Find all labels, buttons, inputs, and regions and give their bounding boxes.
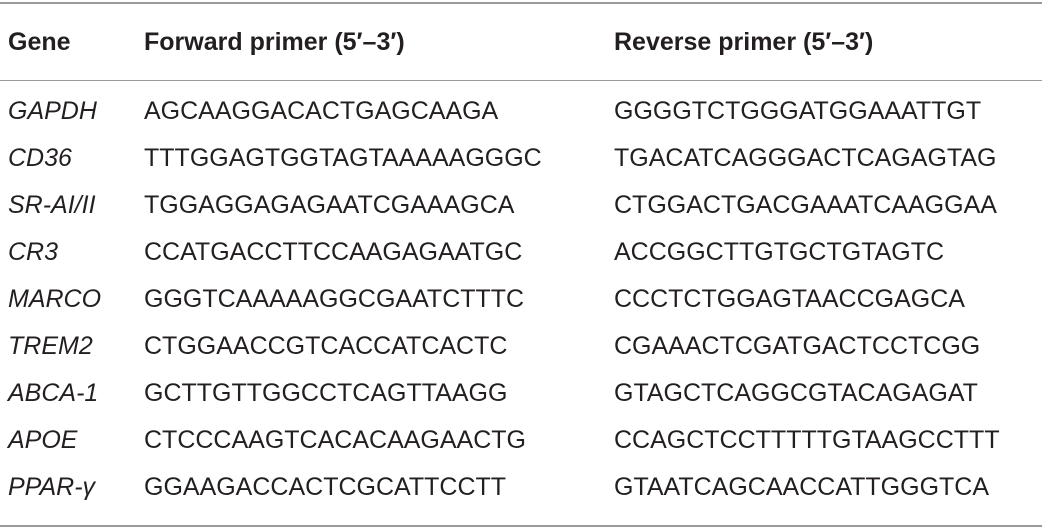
reverse-primer-cell: GGGGTCTGGGATGGAAATTGT: [614, 97, 982, 125]
reverse-primer-cell: CCAGCTCCTTTTTGTAAGCCTTT: [614, 426, 1000, 454]
gene-cell: CR3: [8, 238, 59, 266]
gene-cell: GAPDH: [8, 97, 97, 125]
table-row: CR3 CCATGACCTTCCAAGAGAATGC ACCGGCTTGTGCT…: [0, 230, 1042, 275]
reverse-primer-cell: CTGGACTGACGAAATCAAGGAA: [614, 191, 997, 219]
table-header-row: Gene Forward primer (5′–3′) Reverse prim…: [0, 20, 1042, 65]
forward-primer-cell: GGGTCAAAAAGGCGAATCTTTC: [144, 285, 525, 313]
reverse-primer-cell: CGAAACTCGATGACTCCTCGG: [614, 332, 981, 360]
reverse-primer-cell: ACCGGCTTGTGCTGTAGTC: [614, 238, 945, 266]
table-bottom-rule: [0, 525, 1042, 527]
header-forward-primer: Forward primer (5′–3′): [144, 28, 405, 56]
table-row: TREM2 CTGGAACCGTCACCATCACTC CGAAACTCGATG…: [0, 324, 1042, 369]
reverse-primer-cell: TGACATCAGGGACTCAGAGTAG: [614, 144, 997, 172]
table-row: ABCA-1 GCTTGTTGGCCTCAGTTAAGG GTAGCTCAGGC…: [0, 371, 1042, 416]
reverse-primer-cell: GTAGCTCAGGCGTACAGAGAT: [614, 379, 978, 407]
reverse-primer-cell: CCCTCTGGAGTAACCGAGCA: [614, 285, 965, 313]
reverse-primer-cell: GTAATCAGCAACCATTGGGTCA: [614, 473, 990, 501]
table-top-rule: [0, 2, 1042, 4]
gene-cell: SR-AI/II: [8, 191, 96, 219]
table-header-rule: [0, 80, 1042, 81]
forward-primer-cell: CCATGACCTTCCAAGAGAATGC: [144, 238, 523, 266]
table-row: MARCO GGGTCAAAAAGGCGAATCTTTC CCCTCTGGAGT…: [0, 277, 1042, 322]
gene-cell: ABCA-1: [8, 379, 99, 407]
forward-primer-cell: CTCCCAAGTCACACAAGAACTG: [144, 426, 526, 454]
header-gene: Gene: [8, 28, 71, 56]
forward-primer-cell: GCTTGTTGGCCTCAGTTAAGG: [144, 379, 508, 407]
gene-cell: PPAR-γ: [8, 473, 96, 501]
forward-primer-cell: TTTGGAGTGGTAGTAAAAAGGGC: [144, 144, 542, 172]
gene-cell: APOE: [8, 426, 78, 454]
gene-cell: MARCO: [8, 285, 102, 313]
table-row: CD36 TTTGGAGTGGTAGTAAAAAGGGC TGACATCAGGG…: [0, 136, 1042, 181]
header-reverse-primer: Reverse primer (5′–3′): [614, 28, 874, 56]
forward-primer-cell: CTGGAACCGTCACCATCACTC: [144, 332, 508, 360]
forward-primer-cell: TGGAGGAGAGAATCGAAAGCA: [144, 191, 515, 219]
gene-cell: CD36: [8, 144, 72, 172]
table-row: APOE CTCCCAAGTCACACAAGAACTG CCAGCTCCTTTT…: [0, 418, 1042, 463]
gene-cell: TREM2: [8, 332, 93, 360]
forward-primer-cell: GGAAGACCACTCGCATTCCTT: [144, 473, 507, 501]
table-row: PPAR-γ GGAAGACCACTCGCATTCCTT GTAATCAGCAA…: [0, 465, 1042, 510]
table-row: GAPDH AGCAAGGACACTGAGCAAGA GGGGTCTGGGATG…: [0, 89, 1042, 134]
forward-primer-cell: AGCAAGGACACTGAGCAAGA: [144, 97, 499, 125]
table-row: SR-AI/II TGGAGGAGAGAATCGAAAGCA CTGGACTGA…: [0, 183, 1042, 228]
